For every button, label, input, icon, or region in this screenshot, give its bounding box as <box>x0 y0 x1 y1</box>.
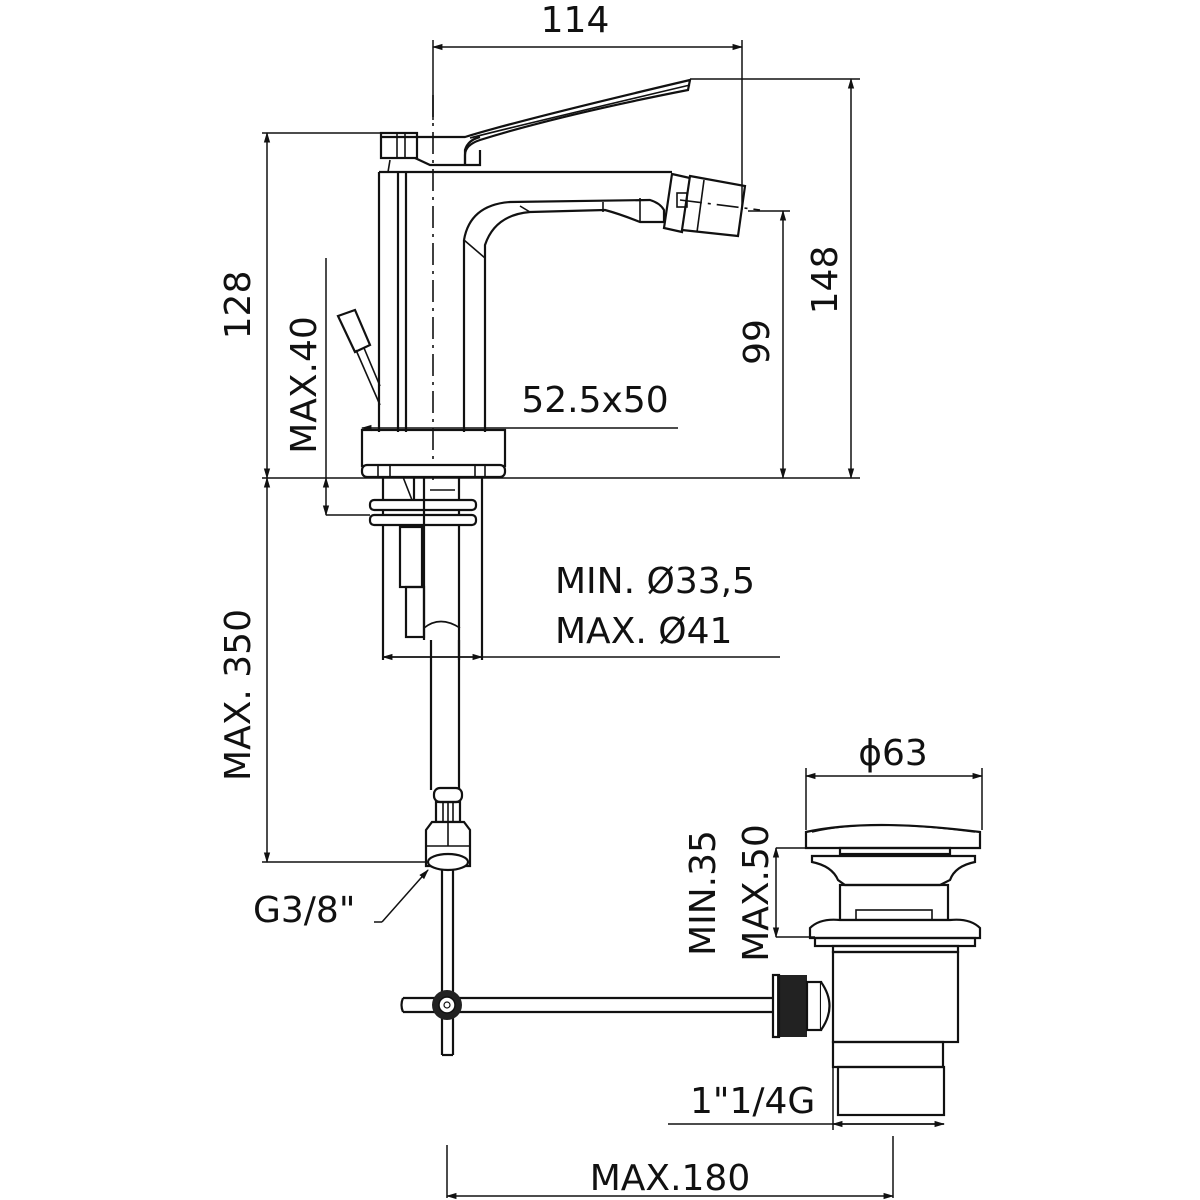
dim-128-label: 128 <box>218 271 259 340</box>
dim-g38: G3/8" <box>253 869 429 931</box>
dim-hole-min-label: MIN. Ø33,5 <box>555 561 755 602</box>
dim-99-label: 99 <box>737 319 778 365</box>
dim-hole: MIN. Ø33,5 MAX. Ø41 <box>381 561 780 661</box>
dim-148: 148 <box>690 77 860 480</box>
dim-base-label: 52.5x50 <box>521 380 668 421</box>
dim-114-label: 114 <box>541 0 610 41</box>
dim-max40: MAX.40 <box>284 258 370 517</box>
dim-waste-min-label: MIN.35 <box>683 830 724 956</box>
supply-hose <box>424 640 472 1057</box>
dim-phi63: ϕ63 <box>804 733 984 830</box>
dim-max350: MAX. 350 <box>218 476 426 864</box>
dim-waste-thread-label: 1"1/4G <box>690 1081 815 1122</box>
waste-rod <box>400 990 773 1020</box>
nozzle <box>662 172 761 238</box>
base-plate <box>360 428 507 479</box>
dim-114: 114 <box>431 0 744 210</box>
lever-handle <box>379 78 692 173</box>
dim-128: 128 <box>218 131 860 480</box>
fixing-assembly <box>368 476 484 660</box>
faucet-body <box>336 78 761 660</box>
popup-pull-rod <box>336 308 381 406</box>
dim-148-label: 148 <box>805 246 846 315</box>
dim-max180: MAX.180 <box>445 1136 895 1200</box>
dim-99: 99 <box>737 209 790 480</box>
dim-waste-max-label: MAX.50 <box>736 824 777 962</box>
popup-waste <box>771 823 982 1117</box>
dim-waste-thread: 1"1/4G <box>668 1067 946 1130</box>
dim-max180-label: MAX.180 <box>590 1158 751 1199</box>
dim-max40-label: MAX.40 <box>284 316 325 454</box>
dim-max350-label: MAX. 350 <box>218 609 259 781</box>
dim-phi63-label: ϕ63 <box>858 733 928 774</box>
dim-base: 52.5x50 <box>360 380 678 432</box>
dim-waste-range: MIN.35 MAX.50 <box>683 824 840 962</box>
dim-g38-label: G3/8" <box>253 890 355 931</box>
dim-hole-max-label: MAX. Ø41 <box>555 611 732 652</box>
